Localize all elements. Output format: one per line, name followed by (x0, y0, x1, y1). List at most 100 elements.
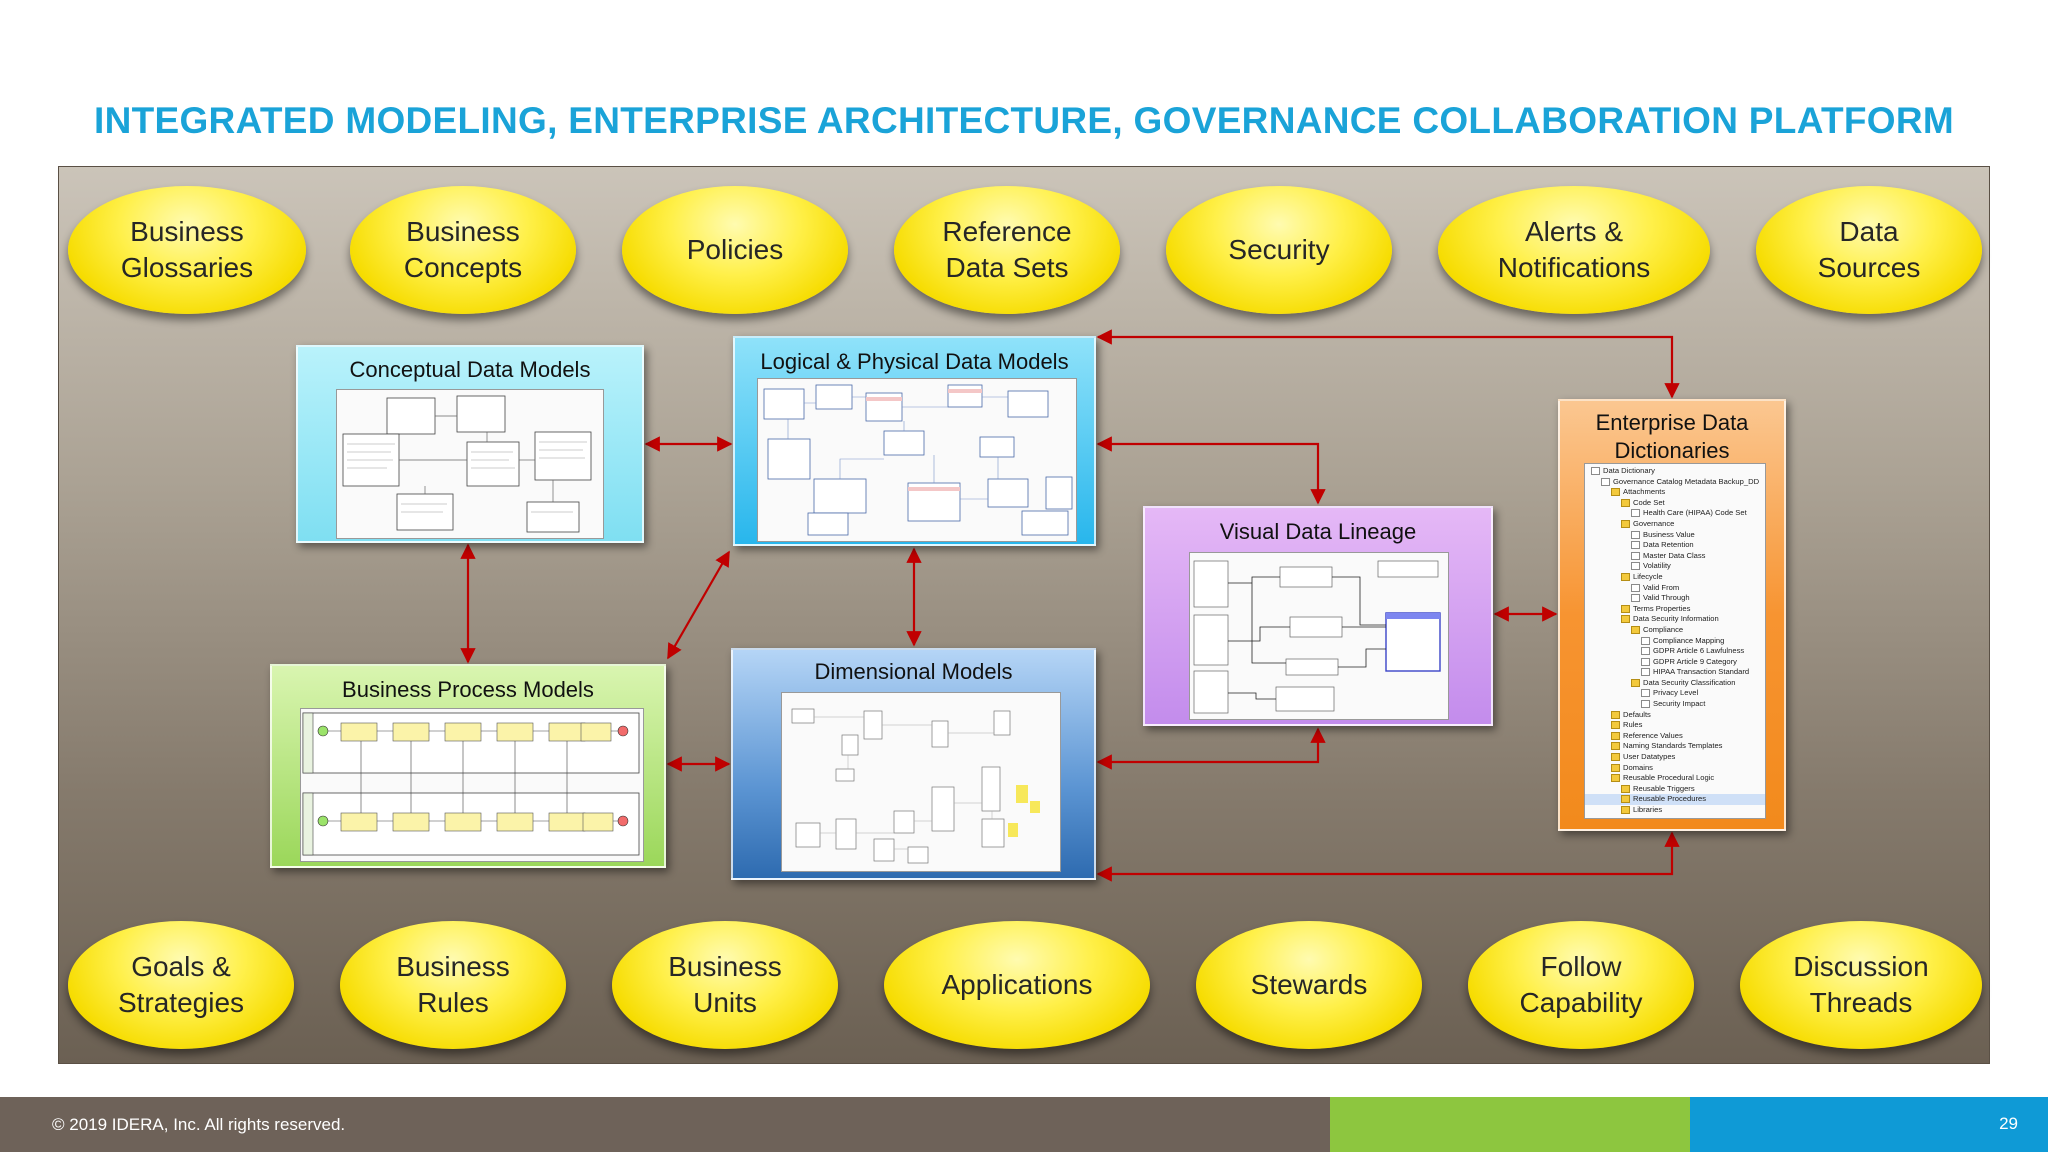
tree-item-label: Valid Through (1643, 593, 1690, 603)
footer-green-segment (1330, 1097, 1690, 1152)
document-icon (1591, 467, 1600, 475)
tree-item-label: Attachments (1623, 487, 1666, 497)
tree-item-label: Libraries (1633, 805, 1663, 814)
tree-item[interactable]: Volatility (1585, 561, 1765, 572)
tree-item[interactable]: Libraries (1585, 805, 1765, 816)
oval-discussion-threads: Discussion Threads (1740, 921, 1982, 1049)
folder-icon (1611, 710, 1620, 719)
folder-icon (1611, 731, 1620, 740)
oval-label: Applications (941, 969, 1093, 1000)
tree-item[interactable]: Attachments (1585, 487, 1765, 498)
tree-item[interactable]: Naming Standards Templates (1585, 741, 1765, 752)
tree-item[interactable]: Code Set (1585, 498, 1765, 509)
dimensional-models-title: Dimensional Models (814, 659, 1013, 684)
tree-item-label: Business Value (1643, 529, 1695, 539)
tree-item-label: Governance Catalog Metadata Backup_DD (1613, 476, 1760, 486)
oval-policies: Policies (622, 186, 848, 314)
tree-item-label: Compliance (1643, 624, 1684, 634)
tree-item[interactable]: Valid Through (1585, 593, 1765, 604)
oval-label: Business Units (668, 951, 782, 1018)
logical-physical-data-models-box: Logical & Physical Data Models (733, 336, 1096, 546)
tree-item-label: Data Retention (1643, 540, 1694, 550)
tree-item[interactable]: Data Retention (1585, 540, 1765, 551)
oval-security: Security (1166, 186, 1392, 314)
document-icon (1641, 657, 1650, 666)
tree-item[interactable]: Security Impact (1585, 699, 1765, 710)
oval-business-glossaries: Business Glossaries (68, 186, 306, 314)
document-icon (1631, 509, 1640, 518)
tree-item-label: Naming Standards Templates (1623, 741, 1723, 751)
tree-item-label: Code Set (1633, 497, 1665, 507)
folder-icon (1621, 572, 1630, 581)
business-process-models-title: Business Process Models (342, 677, 594, 702)
tree-item[interactable]: Master Data Class (1585, 551, 1765, 562)
tree-item[interactable]: Business Value (1585, 530, 1765, 541)
tree-item[interactable]: Governance Catalog Metadata Backup_DD (1585, 477, 1765, 488)
folder-icon (1621, 784, 1630, 793)
tree-item-label: Defaults (1623, 709, 1651, 719)
document-icon (1631, 530, 1640, 539)
tree-item-label: Security Impact (1653, 699, 1706, 709)
oval-follow-capability: Follow Capability (1468, 921, 1694, 1049)
tree-item[interactable]: Rules (1585, 720, 1765, 731)
conceptual-data-models-title: Conceptual Data Models (349, 357, 591, 382)
tree-item[interactable]: Governance (1585, 519, 1765, 530)
footer-blue-segment (1690, 1097, 2048, 1152)
tree-item-label: Data Security Classification (1643, 677, 1736, 687)
tree-item[interactable]: Health Care (HIPAA) Code Set (1585, 508, 1765, 519)
tree-item[interactable]: Reusable Procedures (1585, 794, 1765, 805)
oval-business-units: Business Units (612, 921, 838, 1049)
tree-item[interactable]: Compliance Mapping (1585, 636, 1765, 647)
tree-item[interactable]: Reusable Triggers (1585, 784, 1765, 795)
tree-item[interactable]: Defaults (1585, 710, 1765, 721)
tree-item[interactable]: Reference Values (1585, 731, 1765, 742)
tree-item[interactable]: Lifecycle (1585, 572, 1765, 583)
oval-label: Business Glossaries (120, 216, 254, 283)
tree-item[interactable]: GDPR Article 9 Category (1585, 657, 1765, 668)
tree-item-label: Health Care (HIPAA) Code Set (1643, 508, 1747, 518)
oval-alerts-notifications: Alerts & Notifications (1438, 186, 1710, 314)
folder-icon (1621, 806, 1630, 814)
dictionaries-title-text: Enterprise Data Dictionaries (1595, 410, 1749, 463)
tree-item-label: Volatility (1643, 561, 1671, 571)
logical-diagram-thumbnail (757, 378, 1077, 542)
oval-label: Alerts & Notifications (1497, 216, 1651, 283)
tree-item-label: Valid From (1643, 582, 1680, 592)
tree-item-label: Master Data Class (1643, 550, 1706, 560)
tree-item-label: Reusable Triggers (1633, 783, 1695, 793)
oval-label: Data Sources (1817, 216, 1921, 283)
oval-label: Business Concepts (403, 216, 523, 283)
oval-goals-strategies: Goals & Strategies (68, 921, 294, 1049)
oval-label: Business Rules (396, 951, 510, 1018)
folder-icon (1611, 763, 1620, 772)
tree-item-label: User Datatypes (1623, 752, 1676, 762)
tree-item[interactable]: Data Security Information (1585, 614, 1765, 625)
tree-item-label: Reusable Procedural Logic (1623, 773, 1715, 783)
tree-item[interactable]: User Datatypes (1585, 752, 1765, 763)
tree-item[interactable]: Domains (1585, 763, 1765, 774)
tree-item[interactable]: Data Security Classification (1585, 678, 1765, 689)
enterprise-data-dictionaries-title: Enterprise Data Dictionaries (1560, 409, 1784, 465)
folder-icon (1621, 604, 1630, 613)
folder-icon (1621, 519, 1630, 528)
oval-label: Reference Data Sets (942, 216, 1072, 283)
oval-business-concepts: Business Concepts (350, 186, 576, 314)
tree-item[interactable]: HIPAA Transaction Standard (1585, 667, 1765, 678)
folder-icon (1621, 615, 1630, 624)
folder-icon (1611, 774, 1620, 783)
tree-item[interactable]: Reusable Procedural Logic (1585, 773, 1765, 784)
tree-item[interactable]: Compliance (1585, 625, 1765, 636)
conceptual-diagram-thumbnail (336, 389, 604, 539)
tree-item[interactable]: Data Dictionary (1585, 466, 1765, 477)
tree-item[interactable]: GDPR Article 6 Lawfulness (1585, 646, 1765, 657)
tree-item[interactable]: Terms Properties (1585, 604, 1765, 615)
tree-item-label: Privacy Level (1653, 688, 1699, 698)
page-number: 29 (1999, 1114, 2018, 1133)
tree-item[interactable]: Privacy Level (1585, 688, 1765, 699)
document-icon (1641, 647, 1650, 656)
tree-item[interactable]: Valid From (1585, 583, 1765, 594)
tree-item-label: HIPAA Transaction Standard (1653, 667, 1750, 677)
document-icon (1641, 689, 1650, 698)
oval-label: Goals & Strategies (117, 951, 245, 1018)
tree-item-label: Lifecycle (1633, 571, 1663, 581)
